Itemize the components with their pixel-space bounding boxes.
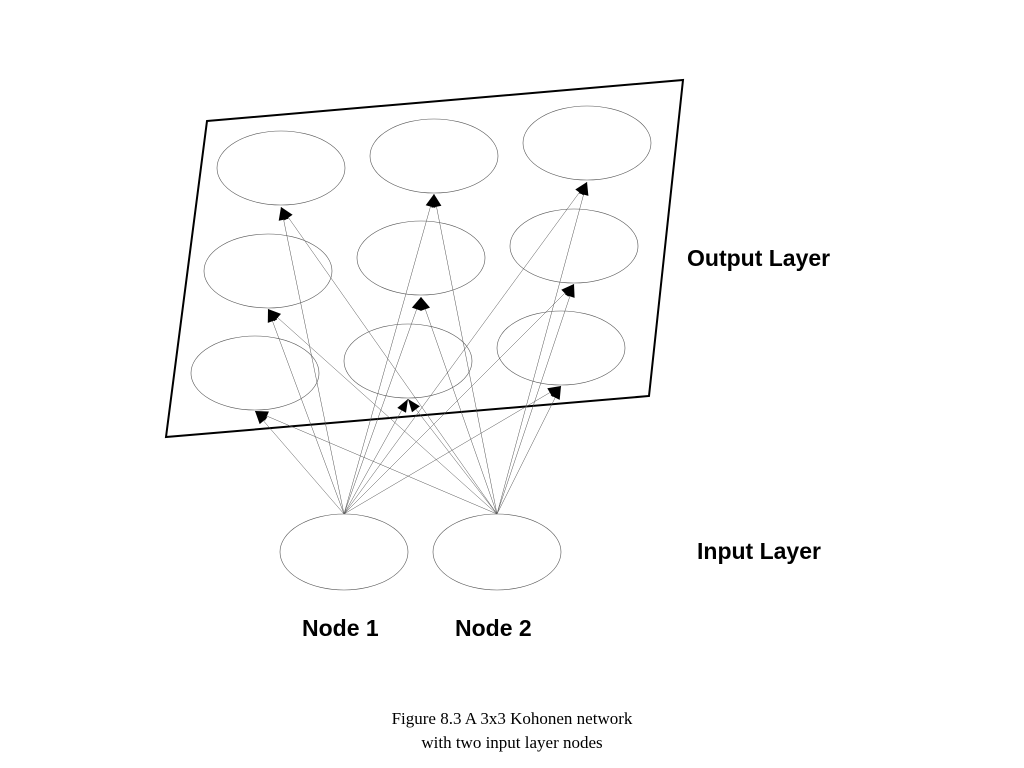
connection-input-1-to-r2c3 (343, 283, 575, 515)
connection-input-2-to-r2c3 (496, 283, 575, 515)
connection-input-1-to-r3c3 (343, 385, 562, 515)
output-node-r1c2 (369, 118, 499, 194)
connection-input-2-to-r2c1 (267, 308, 498, 515)
arrowhead-input-1-to-r3c1 (255, 411, 268, 425)
input-node-1 (279, 513, 409, 591)
arrowhead-input-2-to-r3c1 (255, 411, 269, 421)
connection-input-2-to-r1c3 (496, 181, 588, 515)
output-node-r3c3 (496, 310, 626, 386)
output-node-r1c1 (216, 130, 346, 206)
arrowhead-input-2-to-r2c3 (565, 284, 575, 298)
figure-caption-line-2: with two input layer nodes (421, 733, 602, 752)
connection-input-2-to-r2c2 (420, 296, 498, 515)
arrowhead-input-2-to-r1c1 (281, 207, 293, 221)
output-layer-label: Output Layer (687, 245, 830, 271)
output-node-r3c2 (343, 323, 473, 399)
figure-caption-line-1: Figure 8.3 A 3x3 Kohonen network (392, 709, 633, 728)
connection-input-1-to-r2c1 (267, 308, 345, 515)
connection-input-2-to-r1c1 (280, 206, 498, 515)
input-node-2 (432, 513, 562, 591)
connection-arrowheads (255, 182, 589, 425)
output-node-r2c2 (356, 220, 486, 296)
connection-input-1-to-r1c3 (343, 181, 588, 515)
arrowhead-input-1-to-r3c3 (547, 386, 561, 397)
connection-input-1-to-r2c2 (343, 296, 422, 515)
connection-input-2-to-r3c1 (254, 410, 498, 515)
connection-input-2-to-r3c3 (496, 385, 562, 515)
arrowhead-input-2-to-r3c3 (550, 386, 561, 400)
arrowhead-input-1-to-r2c2 (411, 297, 422, 311)
arrowhead-input-2-to-r1c3 (578, 182, 589, 196)
node-1-label: Node 1 (302, 615, 379, 641)
arrowhead-input-1-to-r2c3 (561, 284, 574, 297)
output-node-r3c1 (190, 335, 320, 411)
arrowhead-input-2-to-r2c1 (268, 309, 281, 322)
output-node-r2c1 (203, 233, 333, 309)
output-layer-plane (164, 78, 685, 439)
output-node-r1c3 (522, 105, 652, 181)
input-layer-label: Input Layer (697, 538, 821, 564)
connection-input-2-to-r3c2 (407, 398, 498, 515)
connection-input-1-to-r3c2 (343, 398, 409, 515)
arrowhead-input-2-to-r3c2 (408, 399, 420, 413)
connection-input-2-to-r1c2 (433, 193, 498, 515)
arrowhead-input-2-to-r1c2 (431, 194, 442, 208)
connection-input-1-to-r1c2 (343, 193, 435, 515)
node-2-label: Node 2 (455, 615, 532, 641)
connection-input-1-to-r1c1 (280, 206, 345, 515)
arrowhead-input-2-to-r2c2 (420, 297, 430, 311)
connection-input-1-to-r3c1 (254, 410, 345, 515)
arrowhead-input-1-to-r3c2 (397, 399, 408, 413)
output-node-r2c3 (509, 208, 639, 284)
connection-lines (254, 181, 588, 515)
